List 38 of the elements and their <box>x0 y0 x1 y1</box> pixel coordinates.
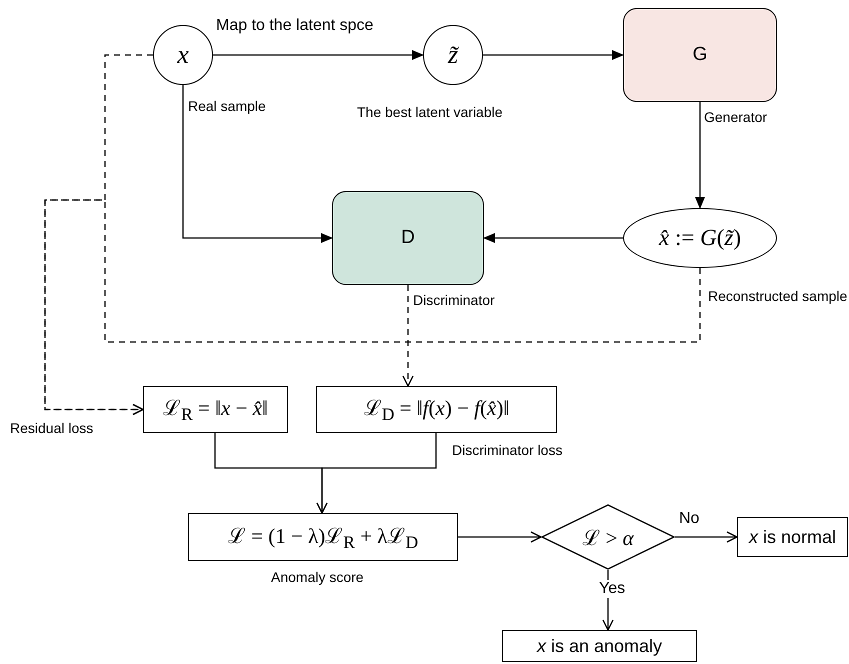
arrow <box>182 85 333 243</box>
node-label: z̃ <box>448 40 458 70</box>
arrow <box>483 233 623 243</box>
node-label: ℒ$_{R}$ = ‖x − x̂‖ <box>163 395 268 426</box>
formula-box <box>316 386 557 433</box>
node-label: ℒ > α <box>582 525 634 551</box>
node-label: ℒ = (1 − λ)ℒ$_{R}$ + λℒ$_{D}$ <box>228 522 418 554</box>
formula-box <box>737 517 848 557</box>
arrow <box>316 433 437 514</box>
node-label: x <box>177 40 189 70</box>
node-label: x is an anomaly <box>536 636 662 656</box>
arrow <box>483 50 624 60</box>
caption-text: Reconstructed sample <box>708 288 848 304</box>
dashed-arrow <box>402 285 414 387</box>
node-label: G <box>692 44 708 66</box>
formula-box <box>143 386 288 433</box>
arrow <box>675 531 738 543</box>
caption-text: Discriminator <box>413 292 495 308</box>
formula-box <box>502 630 697 662</box>
node-label: D <box>401 227 415 249</box>
node-label: x̂ := G(z̃) <box>658 225 741 251</box>
process-box <box>332 191 484 285</box>
formula-box <box>188 513 458 561</box>
caption-text: Discriminator loss <box>452 442 562 458</box>
node-label: ℒ$_{D}$ = ‖f(x) − f(x̂)‖ <box>364 395 510 426</box>
arrow <box>213 50 424 60</box>
caption-text: Anomaly score <box>271 569 364 585</box>
node-label: x is normal <box>748 526 836 548</box>
edge-label: Map to the latent spce <box>215 17 374 35</box>
caption-text: The best latent variable <box>357 104 503 120</box>
process-box <box>623 8 777 102</box>
caption-text: Real sample <box>188 98 266 114</box>
dashed-arrow <box>44 199 701 416</box>
caption-text: Residual loss <box>10 420 94 436</box>
caption-text: Generator <box>704 109 768 125</box>
edge-label: Yes <box>598 580 626 598</box>
arrow <box>695 102 705 209</box>
arrow <box>458 531 542 543</box>
